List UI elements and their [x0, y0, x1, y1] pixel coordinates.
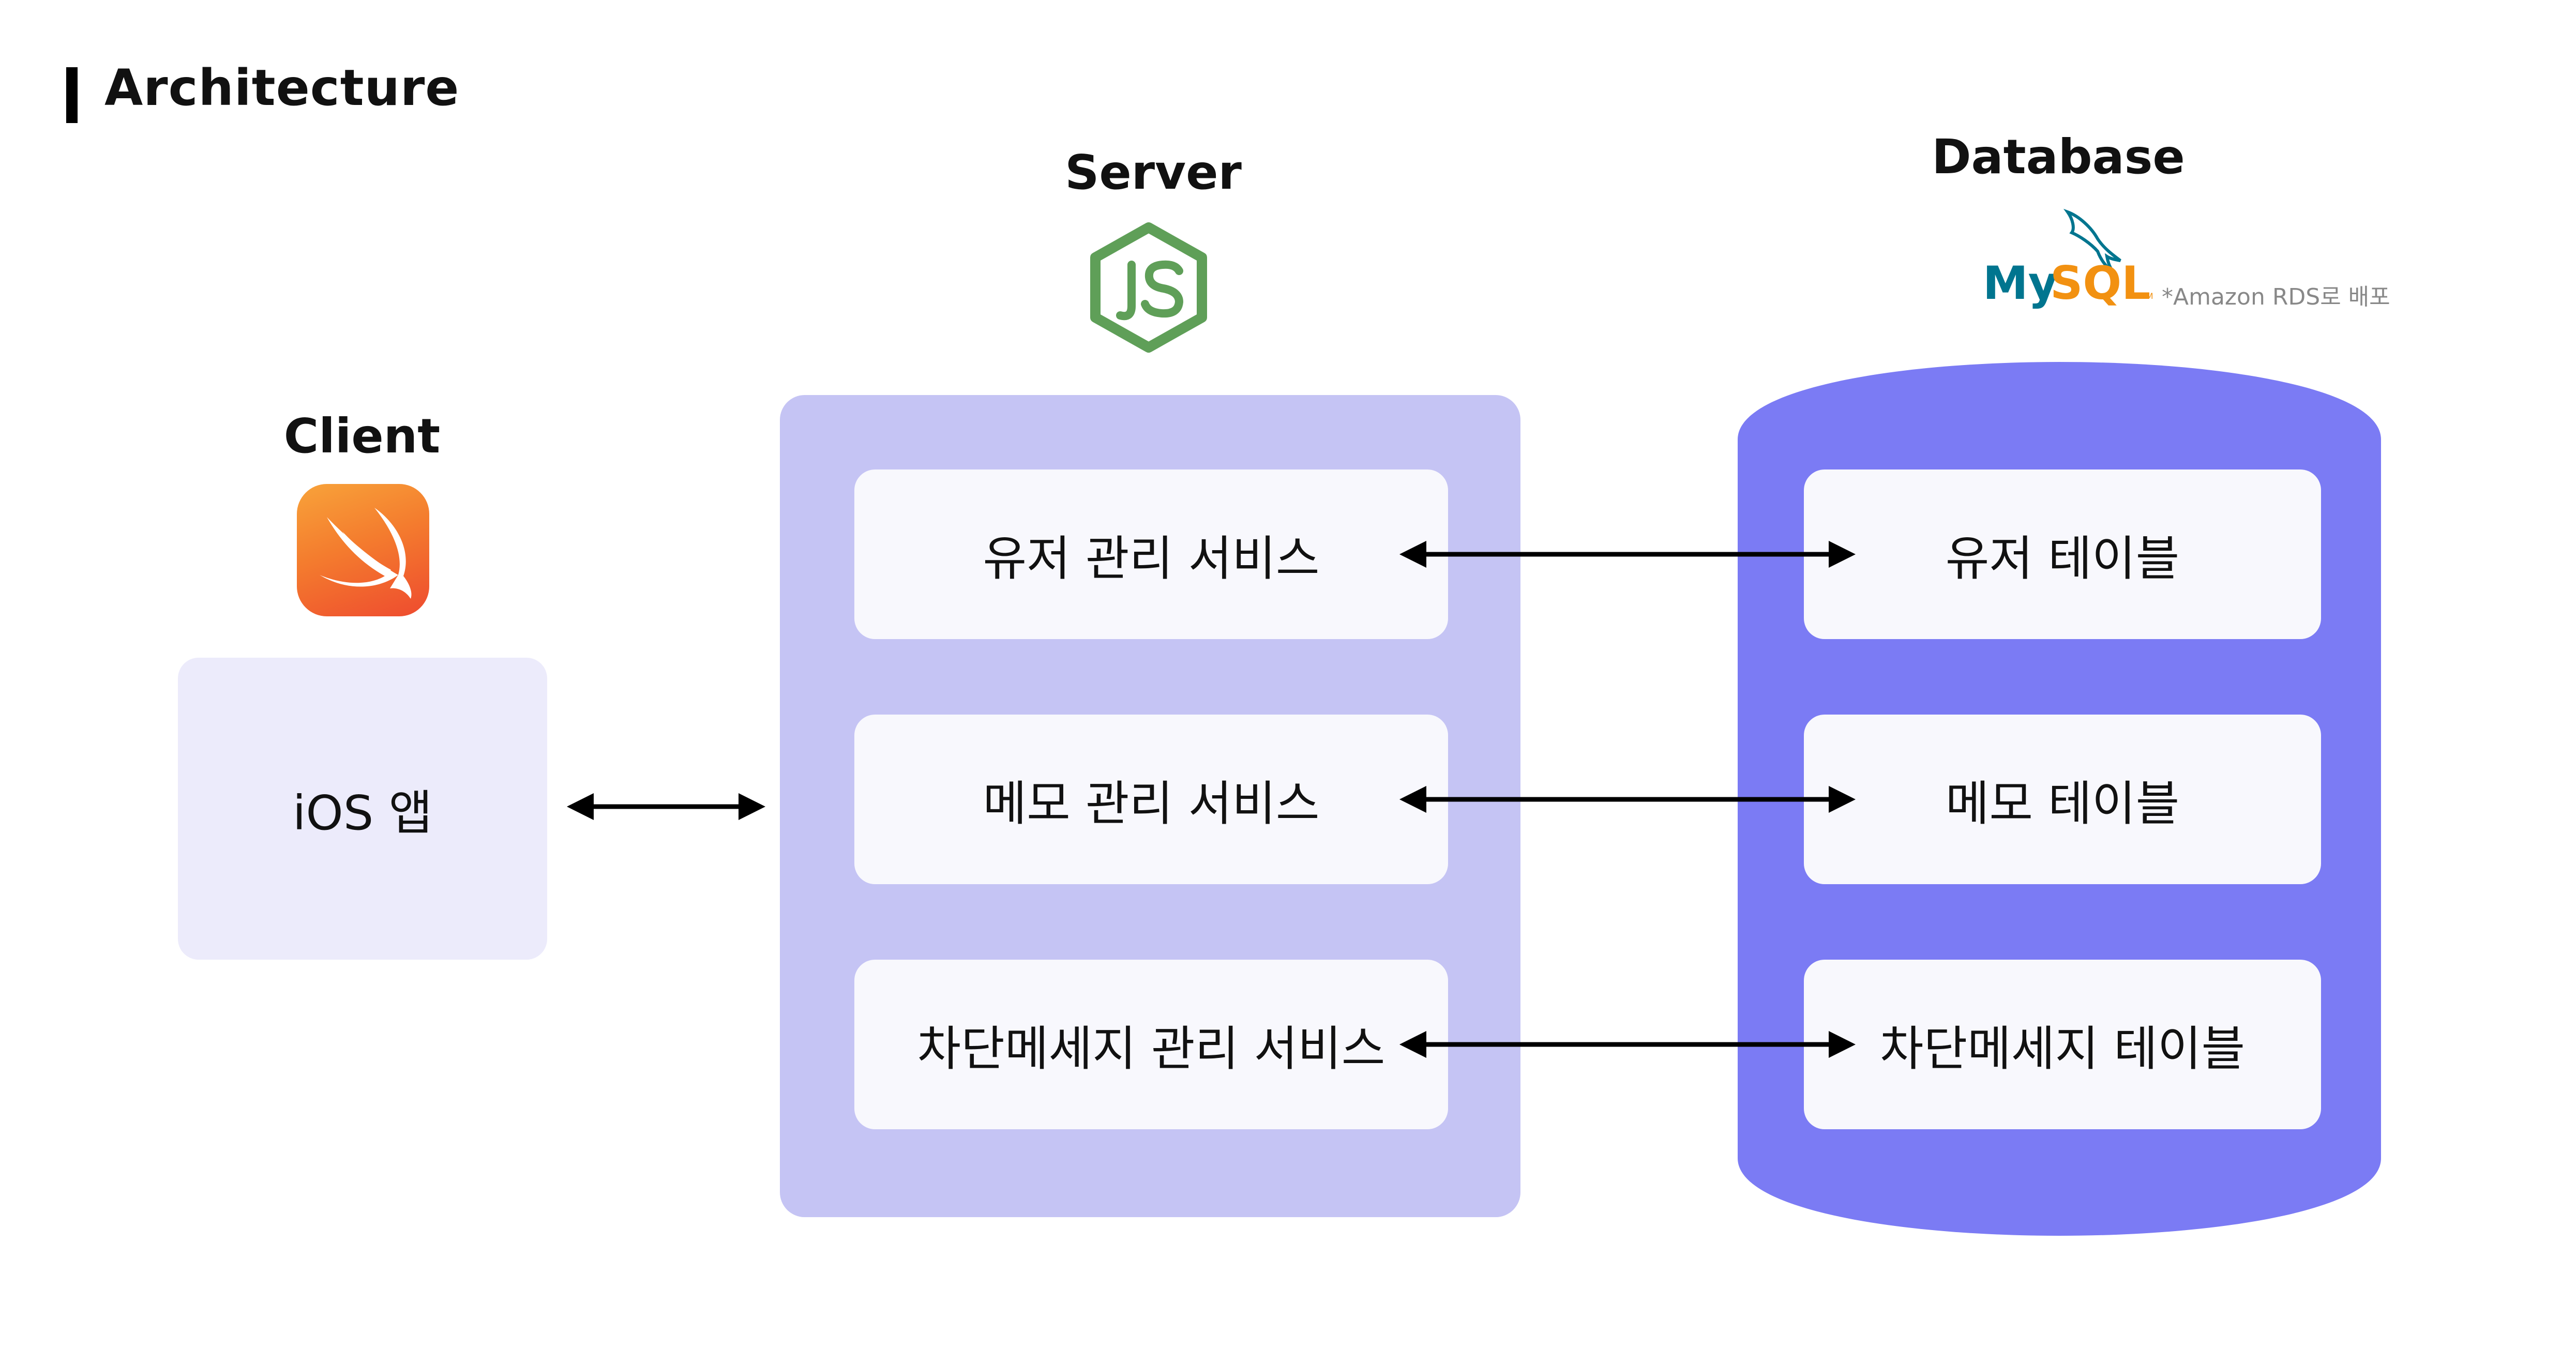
- title-accent-bar: [66, 67, 78, 123]
- mysql-my-text: My: [1983, 256, 2058, 310]
- client-label: Client: [283, 408, 441, 464]
- deployment-note: *Amazon RDS로 배포: [2162, 284, 2390, 310]
- mysql-tm-text: TM: [2141, 291, 2153, 301]
- service-card-block-message: 차단메세지 관리 서비스: [854, 960, 1448, 1129]
- service-card-memo: 메모 관리 서비스: [854, 715, 1448, 884]
- mysql-logo: My SQL TM: [1981, 207, 2157, 310]
- ios-app-label: iOS 앱: [292, 785, 433, 841]
- page-title: Architecture: [104, 59, 460, 117]
- client-box: [178, 658, 547, 960]
- swift-icon: [297, 484, 429, 616]
- table-card-memo: 메모 테이블: [1804, 715, 2321, 884]
- server-label: Server: [1065, 145, 1242, 200]
- nodejs-icon: [1084, 219, 1213, 359]
- service-card-user: 유저 관리 서비스: [854, 469, 1448, 639]
- database-label: Database: [1932, 129, 2185, 185]
- arrowhead-right: [739, 793, 765, 820]
- arrowhead-left: [567, 793, 594, 820]
- table-card-user: 유저 테이블: [1804, 469, 2321, 639]
- table-card-block-message: 차단메세지 테이블: [1804, 960, 2321, 1129]
- mysql-sql-text: SQL: [2050, 256, 2150, 310]
